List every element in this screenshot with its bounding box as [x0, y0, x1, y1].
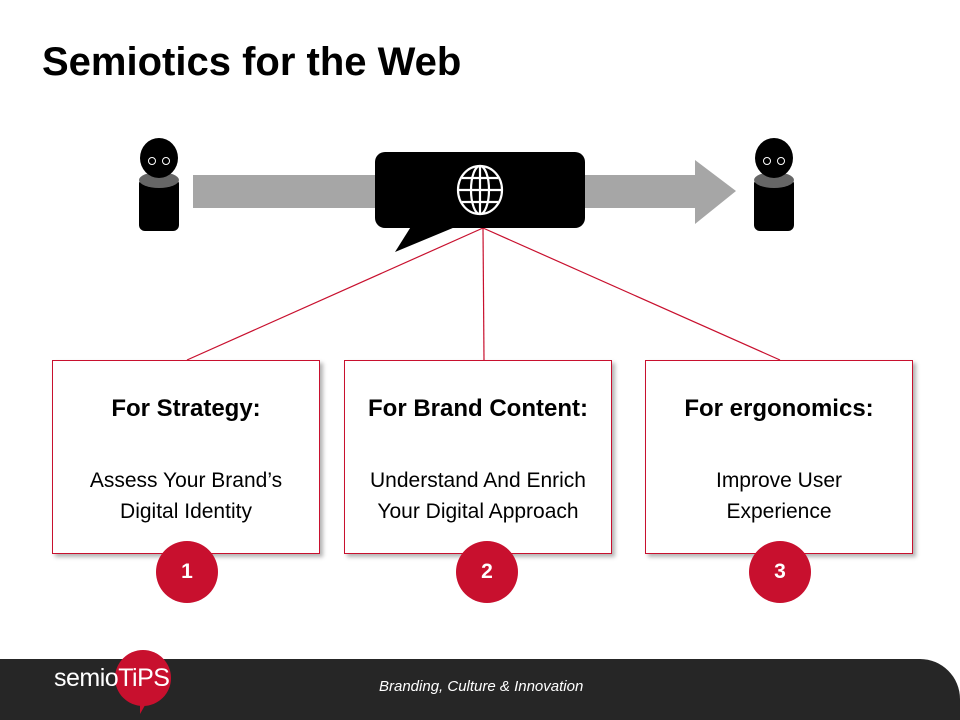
connector-lines	[186, 227, 781, 361]
logo-text-right: TiPS	[118, 664, 170, 692]
connector-line-3	[482, 227, 781, 361]
connector-line-2	[482, 227, 485, 361]
step-badge-2: 2	[456, 541, 518, 603]
sender-person-icon	[139, 138, 179, 231]
card-line: Experience	[726, 500, 832, 523]
card-brand-content: For Brand Content: Understand And Enrich…	[344, 360, 612, 554]
globe-icon	[456, 164, 504, 216]
card-line: Your Digital Approach	[377, 500, 579, 523]
card-line: Assess Your Brand’s	[89, 469, 283, 492]
card-line: Improve User	[715, 469, 843, 492]
logo-bubble	[115, 650, 171, 706]
step-badge-3: 3	[749, 541, 811, 603]
card-heading: For Strategy:	[111, 395, 261, 422]
footer-tagline: Branding, Culture & Innovation	[379, 678, 584, 695]
card-line: Understand And Enrich	[370, 469, 586, 492]
receiver-person-icon	[754, 138, 794, 231]
step-badge-1: 1	[156, 541, 218, 603]
logo-bubble-tail	[140, 700, 148, 714]
card-line: Digital Identity	[120, 500, 252, 523]
card-heading: For ergonomics:	[684, 395, 874, 422]
semiotips-logo: semioTiPS	[54, 664, 170, 693]
slide-title: Semiotics for the Web	[42, 40, 462, 84]
card-heading: For Brand Content:	[368, 395, 588, 422]
logo-text-left: semio	[54, 664, 119, 692]
connector-line-1	[186, 227, 484, 361]
